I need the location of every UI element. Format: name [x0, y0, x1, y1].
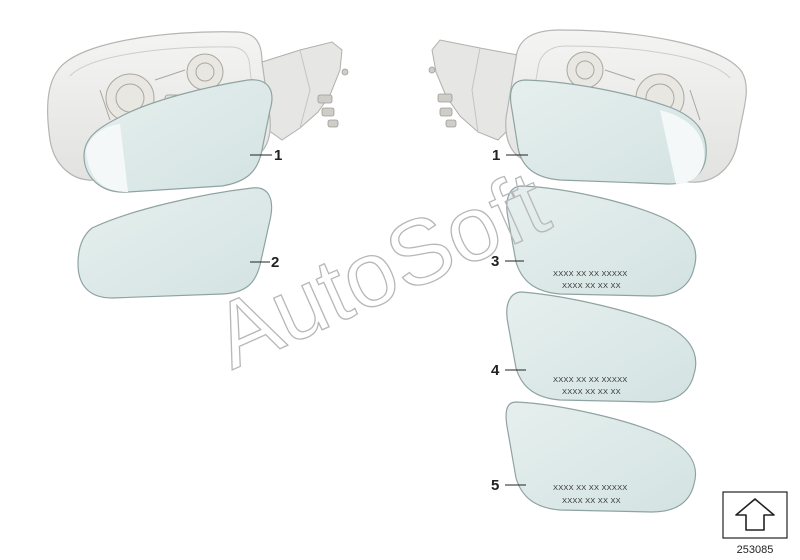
up-arrow-icon: [735, 498, 775, 531]
glass-marking-line1: XXXX XX XX XXXXX: [553, 269, 627, 278]
left-mirror-glass: [77, 187, 273, 299]
glass-marking-line2: XXXX XX XX XX: [562, 281, 621, 290]
callout-right-glass-5: 5: [491, 477, 526, 494]
glass-marking-line1: XXXX XX XX XXXXX: [553, 375, 627, 384]
callout-right-housing: 1: [492, 147, 528, 164]
callout-label: 3: [491, 253, 499, 270]
right-mirror-glass-5: XXXX XX XX XXXXX XXXX XX XX XX: [505, 401, 696, 513]
right-mirror-arm: [431, 39, 519, 141]
diagram-id-box: 253085: [722, 491, 788, 556]
callout-left-housing: 1: [250, 147, 282, 164]
right-mount-bolts: [428, 66, 457, 128]
callout-label: 4: [491, 362, 500, 379]
callout-left-glass: 2: [250, 254, 279, 271]
callout-label: 1: [492, 147, 500, 164]
glass-marking-line1: XXXX XX XX XXXXX: [553, 483, 627, 492]
left-housing-glass: [83, 79, 273, 193]
left-mount-bolts: [317, 68, 349, 128]
right-mirror-glass-4: XXXX XX XX XXXXX XXXX XX XX XX: [506, 291, 697, 403]
glass-marking-line2: XXXX XX XX XX: [562, 496, 621, 505]
left-mirror-assembly: [47, 31, 349, 193]
callout-label: 2: [271, 254, 279, 271]
right-mirror-assembly: [428, 29, 747, 185]
right-mirror-glass-3: XXXX XX XX XXXXX XXXX XX XX XX: [506, 185, 697, 297]
right-housing-glass: [509, 79, 707, 185]
glass-marking-line2: XXXX XX XX XX: [562, 387, 621, 396]
callout-right-glass-4: 4: [491, 362, 526, 379]
callout-right-glass-3: 3: [491, 253, 524, 270]
callout-label: 5: [491, 477, 499, 494]
diagram-id: 253085: [737, 544, 774, 556]
watermark-text: AutoSoft: [199, 152, 563, 389]
callout-label: 1: [274, 147, 282, 164]
